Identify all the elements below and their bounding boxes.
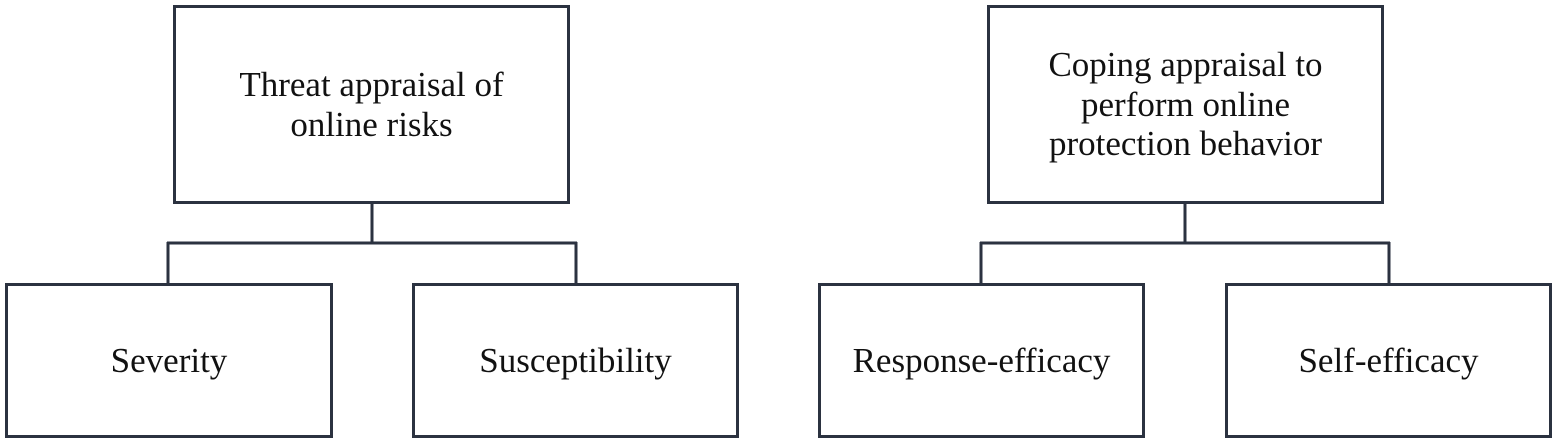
- coping-appraisal-box: Coping appraisal to perform online prote…: [987, 5, 1384, 204]
- threat-appraisal-label: Threat appraisal of online risks: [239, 64, 504, 144]
- self-efficacy-label: Self-efficacy: [1298, 340, 1479, 380]
- self-efficacy-box: Self-efficacy: [1225, 283, 1552, 438]
- susceptibility-label: Susceptibility: [479, 340, 672, 380]
- susceptibility-box: Susceptibility: [412, 283, 739, 438]
- coping-appraisal-label: Coping appraisal to perform online prote…: [1048, 45, 1323, 164]
- severity-box: Severity: [5, 283, 333, 438]
- severity-label: Severity: [110, 340, 228, 380]
- threat-appraisal-box: Threat appraisal of online risks: [173, 5, 570, 204]
- response-efficacy-box: Response-efficacy: [818, 283, 1145, 438]
- response-efficacy-label: Response-efficacy: [852, 340, 1111, 380]
